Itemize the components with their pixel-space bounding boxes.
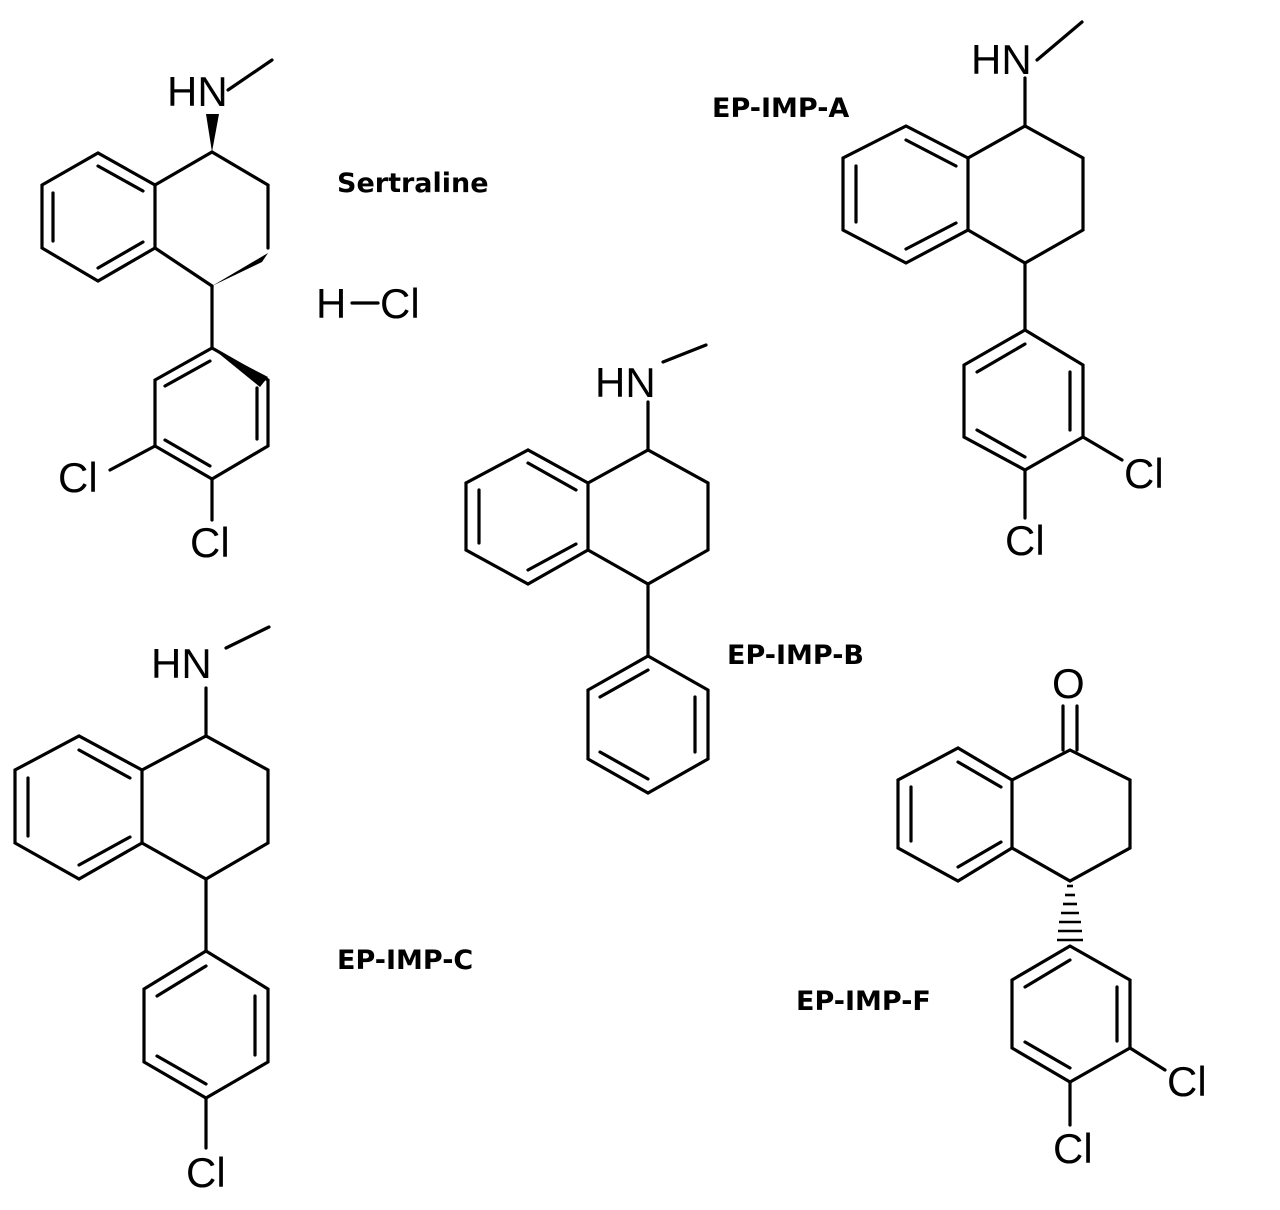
- ep-imp-f-cl-para-label: Cl: [1053, 1125, 1093, 1172]
- molecule-ep-imp-c: HN Cl EP-IMP-C: [13, 625, 473, 1196]
- ep-imp-b-amine-label: HN: [595, 359, 656, 406]
- ep-imp-c-name: EP-IMP-C: [337, 945, 473, 976]
- ep-imp-c-bonds: [13, 625, 271, 1150]
- wedge-bond: [206, 114, 219, 152]
- molecule-ep-imp-a: HN Cl Cl EP-IMP-A: [712, 20, 1164, 564]
- molecule-ep-imp-b: HN EP-IMP-B: [464, 343, 864, 795]
- molecule-ep-imp-f: O Cl Cl EP-IMP-F: [796, 660, 1207, 1172]
- wedge-bond: [212, 348, 268, 387]
- ep-imp-f-cl-meta-label: Cl: [1167, 1058, 1207, 1105]
- sertraline-bonds: [40, 58, 380, 522]
- sertraline-name: Sertraline: [337, 168, 489, 199]
- ep-imp-c-amine-label: HN: [151, 640, 212, 687]
- ep-imp-a-amine-label: HN: [971, 36, 1032, 83]
- hcl-cl-label: Cl: [380, 280, 420, 327]
- hcl-h-label: H: [316, 280, 346, 327]
- ep-imp-b-name: EP-IMP-B: [727, 640, 864, 671]
- sertraline-cl-para-label: Cl: [190, 519, 230, 566]
- ep-imp-a-bonds: [841, 20, 1124, 520]
- sertraline-cl-meta-label: Cl: [58, 454, 98, 501]
- ep-imp-b-bonds: [464, 343, 710, 795]
- ep-imp-f-bonds: [896, 704, 1167, 1127]
- ep-imp-f-hashed-bond: [1057, 884, 1083, 942]
- ep-imp-f-ketone-label: O: [1052, 660, 1085, 707]
- ep-imp-a-name: EP-IMP-A: [712, 93, 849, 124]
- sertraline-stereo-wedges: [206, 114, 268, 387]
- ep-imp-f-name: EP-IMP-F: [796, 986, 931, 1017]
- ep-imp-a-cl-para-label: Cl: [1005, 517, 1045, 564]
- molecule-sertraline: HN Cl Cl H Cl Sertraline: [40, 58, 489, 566]
- wedge-bond: [212, 253, 268, 286]
- ep-imp-a-cl-meta-label: Cl: [1124, 450, 1164, 497]
- ep-imp-c-cl-para-label: Cl: [186, 1149, 226, 1196]
- sertraline-amine-label: HN: [167, 68, 228, 115]
